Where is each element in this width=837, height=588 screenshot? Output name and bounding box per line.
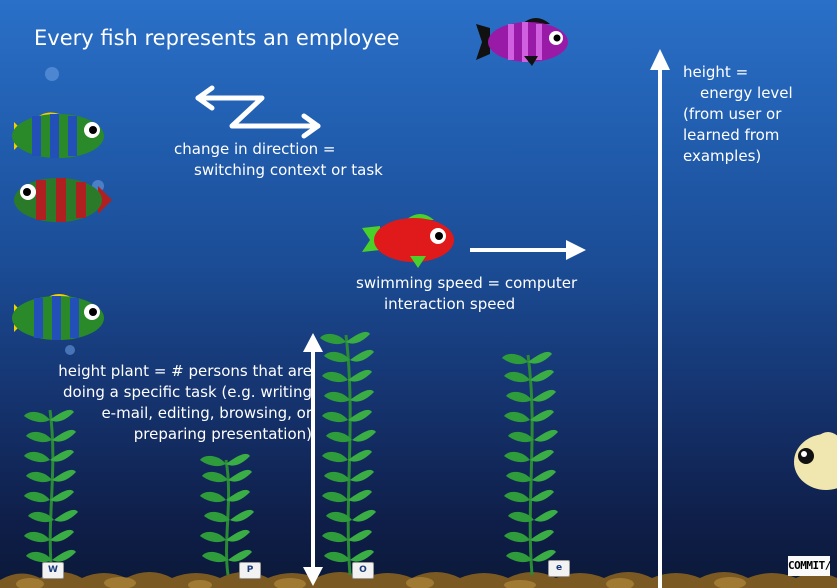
word-icon: W	[42, 562, 64, 579]
powerpoint-icon: P	[239, 562, 261, 579]
height-label-line: height =	[683, 63, 749, 81]
fish-blue-green-top	[12, 112, 104, 158]
direction-label-line: switching context or task	[194, 161, 383, 179]
plant-word	[24, 409, 78, 576]
seabed	[0, 572, 837, 588]
height-label-line: energy level	[700, 84, 793, 102]
page-title: Every fish represents an employee	[34, 26, 400, 50]
swimming-speed-arrow	[470, 240, 586, 260]
fish-pale-right	[794, 432, 837, 490]
plant-label-line: e-mail, editing, browsing, or	[101, 404, 312, 422]
plant-height-label: height plant = # persons that are doing …	[22, 361, 312, 445]
plant-powerpoint	[200, 453, 254, 576]
fish-purple-top	[476, 18, 568, 66]
direction-label-line: change in direction =	[174, 140, 336, 158]
speed-label-line: swimming speed = computer	[356, 274, 578, 292]
energy-height-arrow	[650, 49, 670, 588]
direction-change-arrow	[195, 85, 321, 139]
outlook-icon: O	[352, 562, 374, 579]
height-label-line: learned from	[683, 126, 780, 144]
swimming-speed-label: swimming speed = computer interaction sp…	[356, 273, 577, 315]
plant-internet-explorer	[502, 351, 558, 576]
commit-logo: COMMIT/	[788, 556, 831, 576]
plant-label-line: doing a specific task (e.g. writing	[63, 383, 312, 401]
fish-red-center	[362, 214, 454, 268]
plant-label-line: preparing presentation)	[133, 425, 312, 443]
fish-blue-green-lower	[12, 294, 104, 340]
plant-height-arrow	[303, 333, 323, 586]
plant-outlook	[320, 331, 376, 576]
direction-change-label: change in direction = switching context …	[174, 139, 383, 181]
plant-label-line: height plant = # persons that are	[58, 362, 312, 380]
energy-height-label: height = energy level (from user or lear…	[683, 62, 813, 167]
speed-label-line: interaction speed	[384, 295, 516, 313]
internet-explorer-icon: e	[548, 560, 570, 577]
height-label-line: (from user or	[683, 105, 782, 123]
height-label-line: examples)	[683, 147, 762, 165]
fish-red-green-middle	[14, 178, 112, 222]
